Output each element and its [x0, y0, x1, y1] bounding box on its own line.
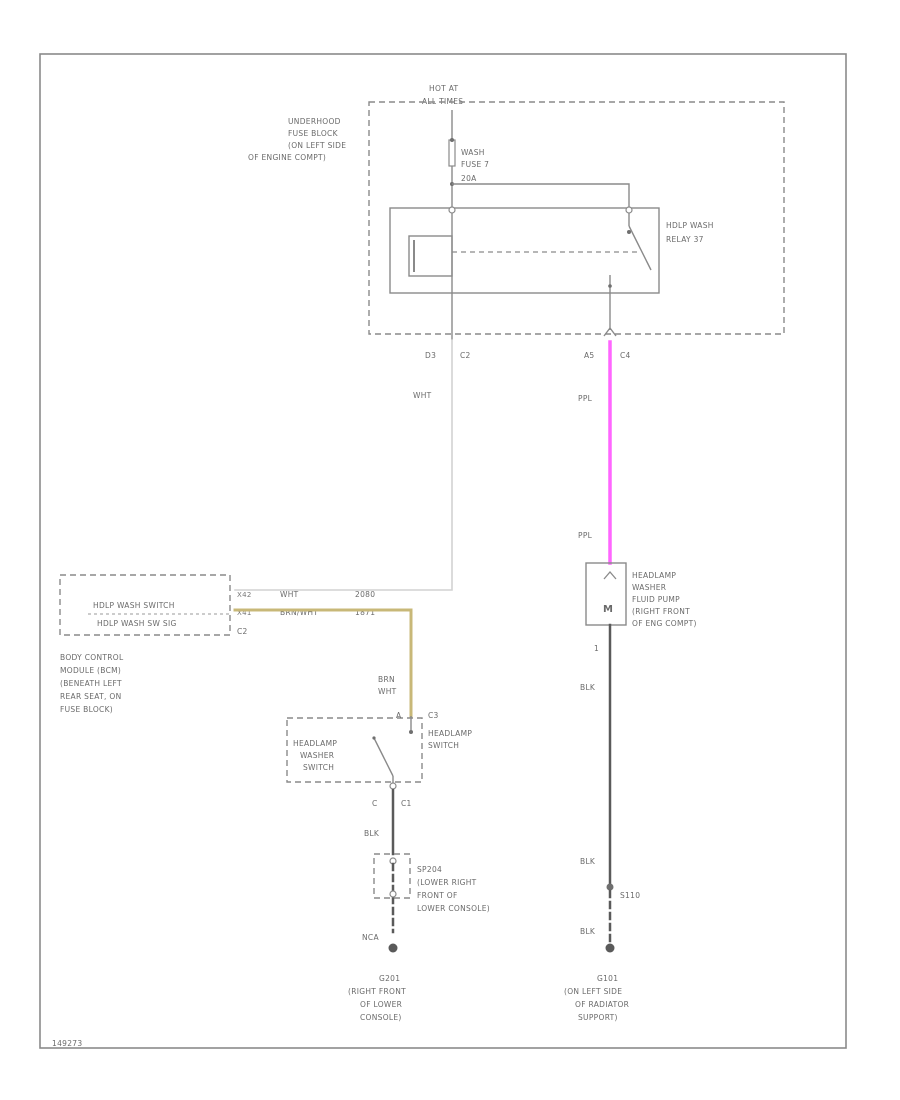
label-g2-2: (ON LEFT SIDE — [564, 987, 622, 996]
label-g-4: CONSOLE) — [360, 1013, 402, 1022]
label-sw-right-1: HEADLAMP — [428, 729, 472, 738]
relay-contact — [627, 230, 631, 234]
wire-wht — [234, 339, 453, 591]
label-sw-3: SWITCH — [303, 763, 334, 772]
label-sp-3: FRONT OF — [417, 891, 458, 900]
label-w-code1: 2080 — [355, 590, 375, 599]
label-w-brnwht: BRN/WHT — [280, 608, 318, 617]
label-fuse-block-4: OF ENGINE COMPT) — [248, 153, 326, 162]
label-sw-conn-c3: C3 — [428, 711, 439, 720]
switch-pin-a — [409, 730, 413, 734]
label-hot-at: HOT AT — [429, 84, 459, 93]
label-sw-pin-a: A — [396, 711, 402, 720]
label-wire-ppl-bot: PPL — [578, 531, 593, 540]
label-bcm-sw-sig: HDLP WASH SW SIG — [97, 619, 177, 628]
label-fuse-block-3: (ON LEFT SIDE — [288, 141, 346, 150]
relay-pin-top-left — [448, 206, 456, 214]
label-g2-1: G101 — [597, 974, 618, 983]
fuse-to-relay-switch-wire — [452, 183, 630, 208]
label-bcm-2: MODULE (BCM) — [60, 666, 121, 675]
label-bcm-pin-x1: X41 — [237, 609, 252, 617]
label-bcm-3: (BENEATH LEFT — [60, 679, 122, 688]
label-bcm-pin-x2: X42 — [237, 591, 252, 599]
label-bcm-4: REAR SEAT, ON — [60, 692, 122, 701]
relay-coil — [408, 235, 453, 277]
label-blk-2: BLK — [580, 683, 596, 692]
label-pump-1: HEADLAMP — [632, 571, 676, 580]
label-fuse-1: WASH — [461, 148, 485, 157]
label-sp-2: (LOWER RIGHT — [417, 878, 477, 887]
headlamp-switch-outline — [286, 717, 423, 783]
label-conn-a5: A5 — [584, 351, 595, 360]
label-sw-right-2: SWITCH — [428, 741, 459, 750]
diagram-frame — [39, 53, 847, 1049]
label-blk-3: BLK — [580, 857, 596, 866]
label-sw-1: HEADLAMP — [293, 739, 337, 748]
label-brn: BRN — [378, 675, 395, 684]
label-wire-ppl-top: PPL — [578, 394, 593, 403]
connector-c4-terminal — [603, 326, 617, 337]
ground-g201 — [388, 943, 398, 953]
label-sw-conn-c1: C1 — [401, 799, 412, 808]
sp204-node-bottom — [389, 890, 397, 898]
headlamp-washer-switch-arm — [373, 737, 394, 777]
label-nca: NCA — [362, 933, 379, 942]
label-g-3: OF LOWER — [360, 1000, 402, 1009]
figure-id: 149273 — [52, 1039, 82, 1048]
label-fuse-3: 20A — [461, 174, 477, 183]
label-fuse-block-2: FUSE BLOCK — [288, 129, 339, 138]
relay-switch-arm — [628, 225, 652, 271]
label-sw-2: WASHER — [300, 751, 334, 760]
label-bcm-1: BODY CONTROL — [60, 653, 124, 662]
label-sw-pin-c: C — [372, 799, 378, 808]
label-pump-3: FLUID PUMP — [632, 595, 680, 604]
fuse-node-top — [450, 138, 454, 142]
relay-output-node — [608, 284, 612, 288]
label-blk-4: BLK — [580, 927, 596, 936]
underhood-fuse-block-outline — [368, 101, 785, 335]
switch-pin-c — [389, 782, 397, 790]
switch-contact — [372, 736, 376, 740]
hdlp-wash-relay-37 — [389, 207, 660, 294]
label-conn-d3: D3 — [425, 351, 436, 360]
label-g2-3: OF RADIATOR — [575, 1000, 629, 1009]
label-pump-pin: 1 — [594, 644, 599, 653]
label-fuse-block-1: UNDERHOOD — [288, 117, 341, 126]
label-bcm-conn: C2 — [237, 627, 248, 636]
label-pump-4: (RIGHT FRONT — [632, 607, 690, 616]
splice-s110 — [606, 883, 614, 891]
label-sp-1: SP204 — [417, 865, 442, 874]
body-control-module-outline — [59, 574, 231, 636]
label-blk-1: BLK — [364, 829, 380, 838]
label-pump-5: OF ENG COMPT) — [632, 619, 697, 628]
label-fuse-2: FUSE 7 — [461, 160, 489, 169]
headlamp-washer-fluid-pump — [585, 562, 627, 626]
label-w-wht2: WHT — [280, 590, 299, 599]
label-wht: WHT — [378, 687, 397, 696]
label-g-2: (RIGHT FRONT — [348, 987, 406, 996]
label-relay-2: RELAY 37 — [666, 235, 704, 244]
label-pump-2: WASHER — [632, 583, 666, 592]
label-bcm-5: FUSE BLOCK) — [60, 705, 113, 714]
label-relay-1: HDLP WASH — [666, 221, 714, 230]
label-g2-4: SUPPORT) — [578, 1013, 618, 1022]
label-w-code2: 1871 — [355, 608, 375, 617]
label-sp-4: LOWER CONSOLE) — [417, 904, 490, 913]
wash-fuse-7 — [448, 139, 456, 167]
wire-brn-wht — [233, 608, 413, 718]
label-g-1: G201 — [379, 974, 400, 983]
label-conn-c4: C4 — [620, 351, 631, 360]
pump-input-terminal — [603, 571, 617, 580]
label-wire-wht: WHT — [413, 391, 432, 400]
label-s110: S110 — [620, 891, 640, 900]
ground-g101 — [605, 943, 615, 953]
pump-motor-icon: M — [603, 604, 613, 615]
relay-pin-top-right — [625, 206, 633, 214]
label-bcm-switch: HDLP WASH SWITCH — [93, 601, 175, 610]
label-conn-c2a: C2 — [460, 351, 471, 360]
